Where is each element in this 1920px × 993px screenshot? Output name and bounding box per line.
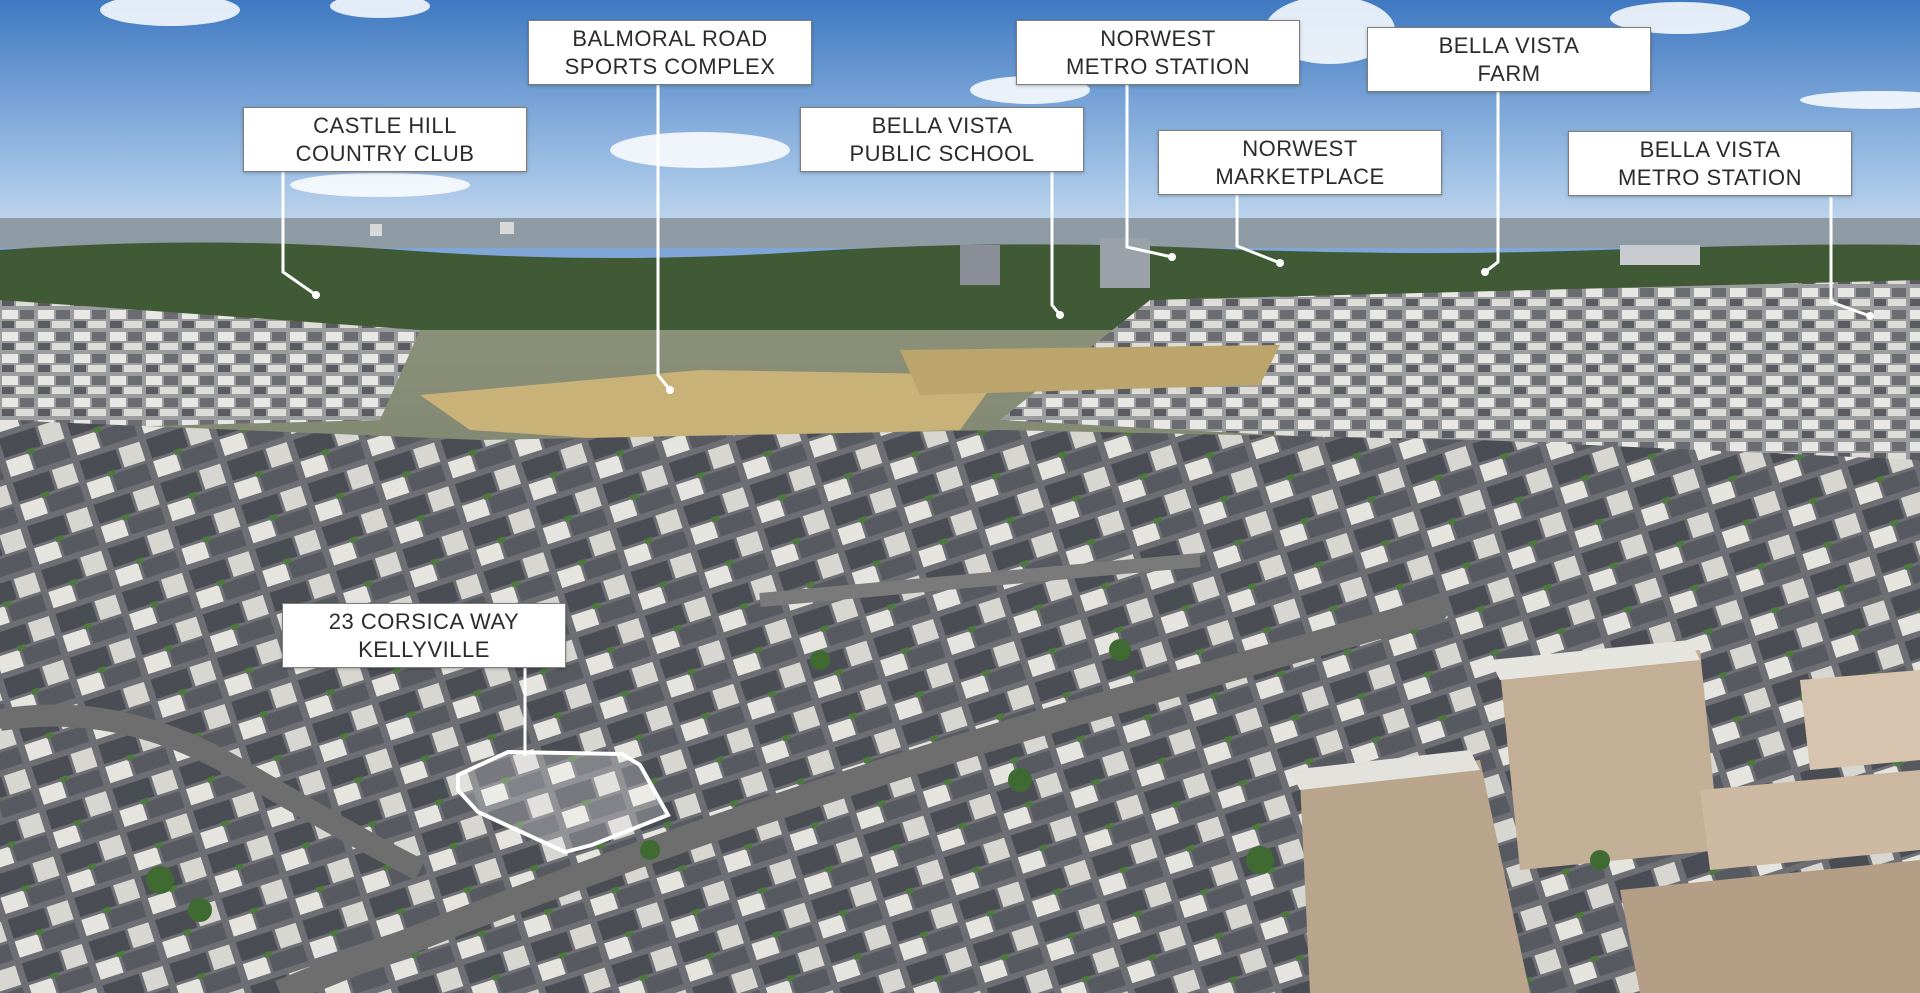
label-line: NORWEST	[1100, 25, 1216, 51]
label-norwest-marketplace: NORWEST MARKETPLACE	[1158, 130, 1442, 195]
property-outline	[456, 749, 671, 855]
horizon-haze	[0, 218, 1920, 248]
label-line: COUNTRY CLUB	[295, 140, 475, 166]
sports-field	[420, 370, 1000, 440]
label-line: 23 CORSICA WAY	[328, 608, 520, 634]
label-line: SPORTS COMPLEX	[564, 53, 776, 79]
label-line: KELLYVILLE	[358, 636, 490, 662]
label-norwest-metro-station: NORWEST METRO STATION	[1016, 20, 1300, 85]
label-bella-vista-metro-station: BELLA VISTA METRO STATION	[1568, 131, 1852, 196]
label-balmoral-road-sports-complex: BALMORAL ROAD SPORTS COMPLEX	[528, 20, 812, 85]
label-line: NORWEST	[1242, 135, 1358, 161]
clouds	[100, 0, 1920, 197]
label-bella-vista-public-school: BELLA VISTA PUBLIC SCHOOL	[800, 107, 1084, 172]
label-line: PUBLIC SCHOOL	[849, 140, 1035, 166]
label-line: BELLA VISTA	[1438, 32, 1580, 58]
main-road	[275, 597, 1448, 993]
label-bella-vista-farm: BELLA VISTA FARM	[1367, 27, 1651, 92]
label-line: METRO STATION	[1617, 164, 1803, 190]
label-castle-hill-country-club: CASTLE HILL COUNTRY CLUB	[243, 107, 527, 172]
apartment-blocks	[1290, 640, 1920, 993]
label-property-address: 23 CORSICA WAY KELLYVILLE	[282, 603, 566, 668]
label-line: METRO STATION	[1065, 53, 1251, 79]
label-line: BALMORAL ROAD	[572, 25, 768, 51]
label-line: FARM	[1477, 60, 1541, 86]
label-line: MARKETPLACE	[1215, 163, 1385, 189]
label-line: BELLA VISTA	[871, 112, 1013, 138]
label-line: BELLA VISTA	[1639, 136, 1781, 162]
trees	[146, 639, 1610, 922]
label-line: CASTLE HILL	[313, 112, 457, 138]
